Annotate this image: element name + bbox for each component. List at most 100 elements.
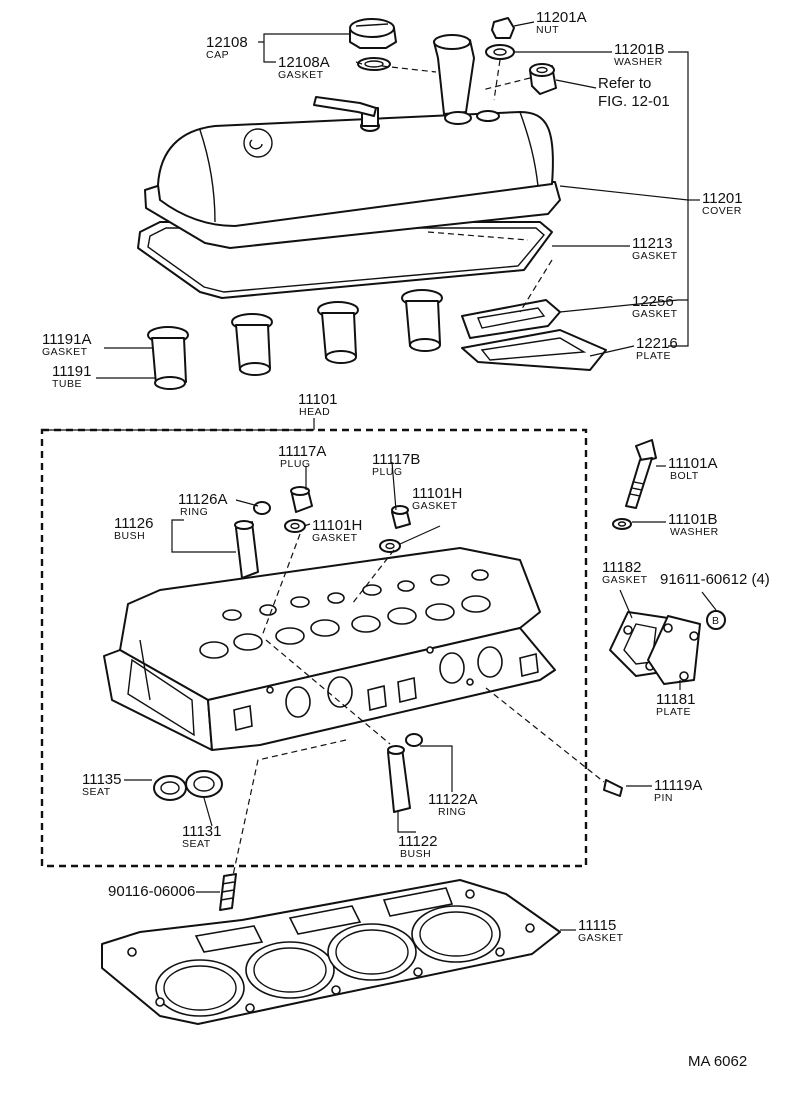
svg-text:90116-06006: 90116-06006 — [108, 883, 195, 900]
svg-text:B: B — [712, 615, 720, 627]
label-11117a[interactable]: 11117A PLUG — [278, 443, 326, 470]
svg-text:11101B: 11101B — [668, 511, 718, 528]
svg-text:CAP: CAP — [206, 49, 229, 61]
label-11126a[interactable]: 11126A RING — [178, 491, 228, 518]
svg-text:GASKET: GASKET — [42, 346, 88, 358]
valve-ports — [199, 569, 491, 659]
label-12256[interactable]: 12256 GASKET — [632, 293, 678, 320]
label-12108[interactable]: 12108 CAP — [206, 34, 248, 61]
svg-text:GASKET: GASKET — [602, 574, 648, 586]
label-12216[interactable]: 12216 PLATE — [636, 335, 678, 362]
svg-text:11191A: 11191A — [42, 331, 92, 348]
label-11122[interactable]: 11122 BUSH — [398, 833, 438, 860]
svg-text:BUSH: BUSH — [114, 530, 145, 542]
svg-text:PLUG: PLUG — [372, 466, 403, 478]
svg-text:RING: RING — [438, 806, 466, 818]
label-refer-fig[interactable]: Refer to FIG. 12-01 — [598, 75, 670, 110]
svg-text:11182: 11182 — [602, 559, 642, 576]
label-11181[interactable]: 11181 PLATE — [656, 691, 696, 718]
cover-washer — [485, 44, 515, 60]
stud-bolt — [219, 873, 237, 911]
cap-gasket-ring — [357, 57, 391, 71]
svg-text:11181: 11181 — [656, 691, 696, 708]
label-11191a[interactable]: 11191A GASKET — [42, 331, 92, 358]
label-11101a[interactable]: 11101A BOLT — [668, 455, 718, 482]
plug-gasket-right — [379, 539, 401, 553]
valve-cover-drawing — [137, 17, 607, 390]
label-11201b[interactable]: 11201B WASHER — [614, 41, 665, 68]
label-11201a[interactable]: 11201A NUT — [536, 9, 587, 36]
valve-guide-bush-upper — [235, 521, 259, 579]
svg-text:SEAT: SEAT — [82, 786, 111, 798]
bush-ring-upper — [253, 501, 271, 515]
svg-text:PLATE: PLATE — [656, 706, 691, 718]
svg-text:GASKET: GASKET — [312, 532, 358, 544]
svg-text:11201: 11201 — [702, 190, 743, 207]
label-11213[interactable]: 11213 GASKET — [632, 235, 678, 262]
label-11126[interactable]: 11126 BUSH — [114, 515, 154, 542]
label-11182[interactable]: 11182 GASKET — [602, 559, 648, 586]
label-11119a[interactable]: 11119A PIN — [654, 777, 702, 804]
svg-text:Refer to: Refer to — [598, 75, 651, 92]
label-11122a[interactable]: 11122A RING — [428, 791, 478, 818]
svg-text:11117B: 11117B — [372, 451, 420, 468]
label-90116[interactable]: 90116-06006 — [108, 883, 195, 900]
label-11101b[interactable]: 11101B WASHER — [668, 511, 719, 538]
label-11101h-right[interactable]: 11101H GASKET — [412, 485, 462, 512]
svg-text:11101H: 11101H — [412, 485, 462, 502]
side-plate-assembly — [609, 610, 726, 685]
cylinder-head-frame — [40, 418, 588, 868]
svg-text:GASKET: GASKET — [412, 500, 458, 512]
label-11135[interactable]: 11135 SEAT — [82, 771, 122, 798]
svg-text:COVER: COVER — [702, 205, 742, 217]
head-gasket-drawing — [101, 879, 561, 1025]
svg-text:12216: 12216 — [636, 335, 678, 352]
svg-text:11122: 11122 — [398, 833, 438, 850]
svg-text:GASKET: GASKET — [578, 932, 624, 944]
svg-text:WASHER: WASHER — [670, 526, 719, 538]
valve-seat-small — [153, 775, 187, 801]
label-11191[interactable]: 11191 TUBE — [52, 363, 92, 390]
svg-text:11191: 11191 — [52, 363, 92, 380]
valve-seat-large — [185, 770, 223, 798]
part-labels: 12108 CAP 12108A GASKET 11201A NUT 11201… — [42, 9, 770, 944]
svg-text:GASKET: GASKET — [632, 250, 678, 262]
label-91611[interactable]: 91611-60612 (4) B — [660, 571, 770, 627]
svg-text:11201A: 11201A — [536, 9, 587, 26]
label-11131[interactable]: 11131 SEAT — [182, 823, 222, 850]
breather-tower — [433, 39, 475, 115]
side-plate — [647, 615, 701, 685]
label-12108a[interactable]: 12108A GASKET — [278, 54, 330, 81]
side-ports — [233, 646, 539, 732]
valve-guide-bush-lower — [387, 747, 411, 813]
cylinder-head-drawing — [103, 486, 623, 813]
svg-text:HEAD: HEAD — [299, 406, 330, 418]
plug-gasket-left — [284, 519, 306, 533]
head-bolt — [625, 439, 657, 509]
svg-text:12108: 12108 — [206, 34, 248, 51]
plate-gasket-shape — [461, 299, 561, 339]
diagram-code: MA 6062 — [688, 1053, 747, 1070]
svg-text:11135: 11135 — [82, 771, 122, 788]
spark-plug-tubes — [147, 289, 443, 390]
svg-text:WASHER: WASHER — [614, 56, 663, 68]
svg-text:11213: 11213 — [632, 235, 673, 252]
svg-text:PLUG: PLUG — [280, 458, 311, 470]
svg-text:GASKET: GASKET — [278, 69, 324, 81]
svg-text:91611-60612 (4): 91611-60612 (4) — [660, 571, 770, 588]
bolt-symbol-circle — [706, 610, 726, 630]
svg-text:TUBE: TUBE — [52, 378, 82, 390]
label-11101[interactable]: 11101 HEAD — [298, 391, 338, 418]
label-11201[interactable]: 11201 COVER — [702, 190, 743, 217]
label-11101h-left[interactable]: 11101H GASKET — [312, 517, 362, 544]
svg-text:11201B: 11201B — [614, 41, 665, 58]
label-11117b[interactable]: 11117B PLUG — [372, 451, 420, 478]
svg-text:11126A: 11126A — [178, 491, 228, 508]
svg-text:11122A: 11122A — [428, 791, 478, 808]
svg-text:11119A: 11119A — [654, 777, 702, 794]
svg-text:12108A: 12108A — [278, 54, 330, 71]
svg-text:BOLT: BOLT — [670, 470, 699, 482]
label-11115[interactable]: 11115 GASKET — [578, 917, 624, 944]
